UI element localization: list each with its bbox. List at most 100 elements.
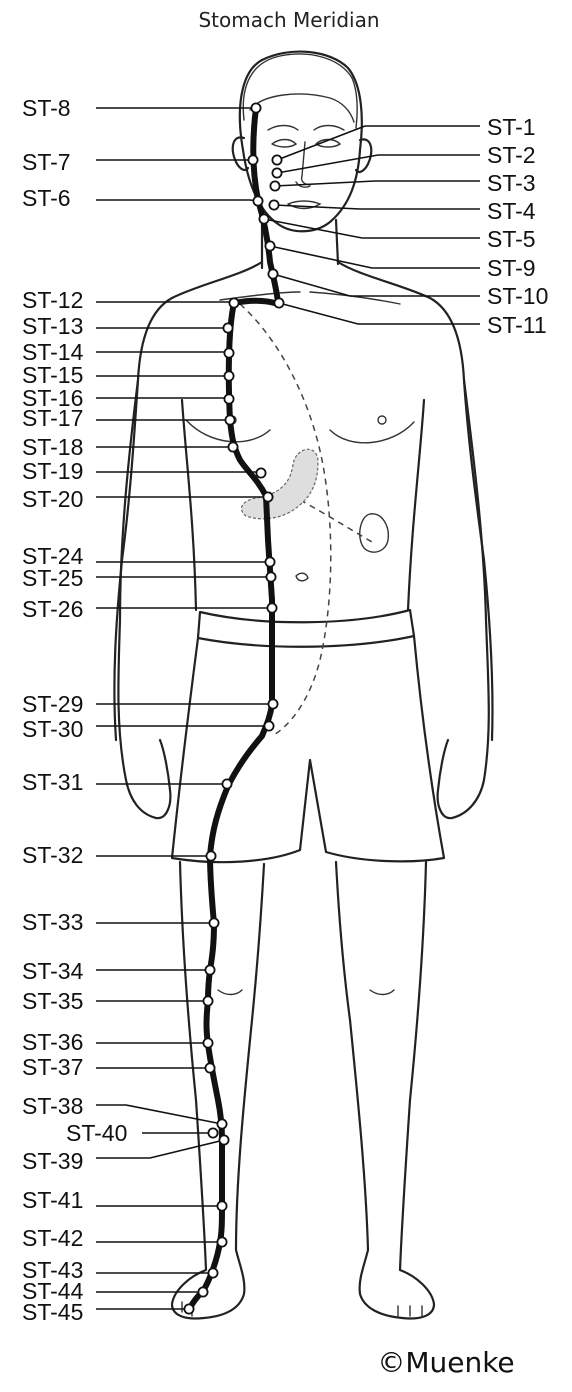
point-st-10 [267, 268, 279, 280]
label-st-25: ST-25 [22, 565, 83, 591]
point-st-18 [227, 441, 239, 453]
point-st-39 [218, 1134, 230, 1146]
leader-st-38 [96, 1104, 223, 1125]
point-st-29 [267, 698, 279, 710]
point-st-32 [205, 850, 217, 862]
point-st-40 [207, 1127, 219, 1139]
label-st-26: ST-26 [22, 596, 83, 622]
label-st-38: ST-38 [22, 1093, 83, 1119]
label-st-12: ST-12 [22, 287, 83, 313]
point-st-36 [202, 1037, 214, 1049]
leader-st-1 [276, 125, 480, 161]
point-st-45 [183, 1303, 195, 1315]
leader-st-39 [96, 1139, 225, 1159]
leader-st-2 [276, 154, 480, 174]
acupoints [183, 102, 285, 1315]
label-st-35: ST-35 [22, 988, 83, 1014]
label-st-15: ST-15 [22, 362, 83, 388]
mouth [287, 200, 322, 210]
neck [260, 218, 340, 270]
label-st-7: ST-7 [22, 149, 71, 175]
shorts [170, 608, 446, 864]
point-st-3 [269, 180, 281, 192]
point-st-37 [204, 1062, 216, 1074]
right-nipple [377, 415, 387, 425]
label-st-9: ST-9 [487, 255, 536, 281]
label-st-30: ST-30 [22, 716, 83, 742]
point-st-38 [216, 1118, 228, 1130]
label-st-17: ST-17 [22, 405, 83, 431]
toes [181, 1301, 423, 1317]
leader-st-5 [263, 218, 480, 239]
label-st-24: ST-24 [22, 543, 84, 569]
label-st-32: ST-32 [22, 842, 83, 868]
label-st-29: ST-29 [22, 691, 83, 717]
point-st-16 [223, 393, 235, 405]
point-st-41 [216, 1200, 228, 1212]
left-ear [231, 136, 250, 172]
label-st-45: ST-45 [22, 1299, 83, 1325]
right-arm [436, 378, 490, 820]
right-leg [334, 860, 436, 1320]
point-st-12 [228, 297, 240, 309]
stomach-organ [241, 448, 319, 520]
label-st-40: ST-40 [66, 1120, 127, 1146]
spleen-branch [299, 499, 373, 543]
point-st-13 [222, 322, 234, 334]
right-ear [354, 138, 373, 174]
point-st-7 [247, 154, 259, 166]
point-st-34 [204, 964, 216, 976]
label-st-10: ST-10 [487, 283, 548, 309]
label-st-44: ST-44 [22, 1278, 84, 1304]
head-outline [238, 50, 363, 233]
knees [217, 989, 395, 996]
meridian-shoulder [231, 297, 281, 307]
meridian-line [187, 105, 281, 1311]
label-st-36: ST-36 [22, 1029, 83, 1055]
point-st-11 [273, 297, 285, 309]
torso-sides [180, 398, 426, 612]
point-st-33 [208, 917, 220, 929]
label-st-42: ST-42 [22, 1225, 83, 1251]
spleen-organ [359, 513, 389, 553]
label-st-19: ST-19 [22, 458, 83, 484]
leader-st-6 [96, 199, 259, 202]
internal-pathway [239, 303, 389, 737]
point-st-1 [271, 154, 283, 166]
leader-st-3 [274, 180, 480, 187]
label-st-37: ST-37 [22, 1054, 83, 1080]
point-st-5 [258, 213, 270, 225]
point-st-20 [262, 491, 274, 503]
hair [242, 53, 358, 129]
label-st-8: ST-8 [22, 95, 71, 121]
point-st-26 [266, 602, 278, 614]
diagram-title: Stomach Meridian [198, 8, 379, 32]
label-st-1: ST-1 [487, 114, 536, 140]
point-st-15 [223, 370, 235, 382]
pectorals [185, 419, 415, 444]
eyebrows [267, 124, 345, 131]
label-st-31: ST-31 [22, 769, 83, 795]
label-st-20: ST-20 [22, 486, 83, 512]
point-st-19 [255, 467, 267, 479]
label-st-2: ST-2 [487, 142, 536, 168]
point-st-44 [197, 1286, 209, 1298]
label-st-18: ST-18 [22, 434, 83, 460]
label-st-5: ST-5 [487, 226, 536, 252]
point-st-42 [216, 1236, 228, 1248]
point-labels: ST-1ST-2ST-3ST-4ST-5ST-6ST-7ST-8ST-9ST-1… [22, 95, 548, 1325]
point-st-8 [250, 102, 262, 114]
leader-st-11 [278, 302, 480, 325]
leader-st-9 [269, 245, 480, 269]
point-st-17 [224, 414, 236, 426]
point-st-31 [221, 778, 233, 790]
eyes [271, 138, 342, 148]
point-st-30 [263, 720, 275, 732]
label-st-11: ST-11 [487, 312, 547, 338]
label-st-41: ST-41 [22, 1187, 83, 1213]
leader-st-4 [273, 204, 480, 210]
label-st-14: ST-14 [22, 339, 84, 365]
torso-outline [113, 260, 494, 742]
